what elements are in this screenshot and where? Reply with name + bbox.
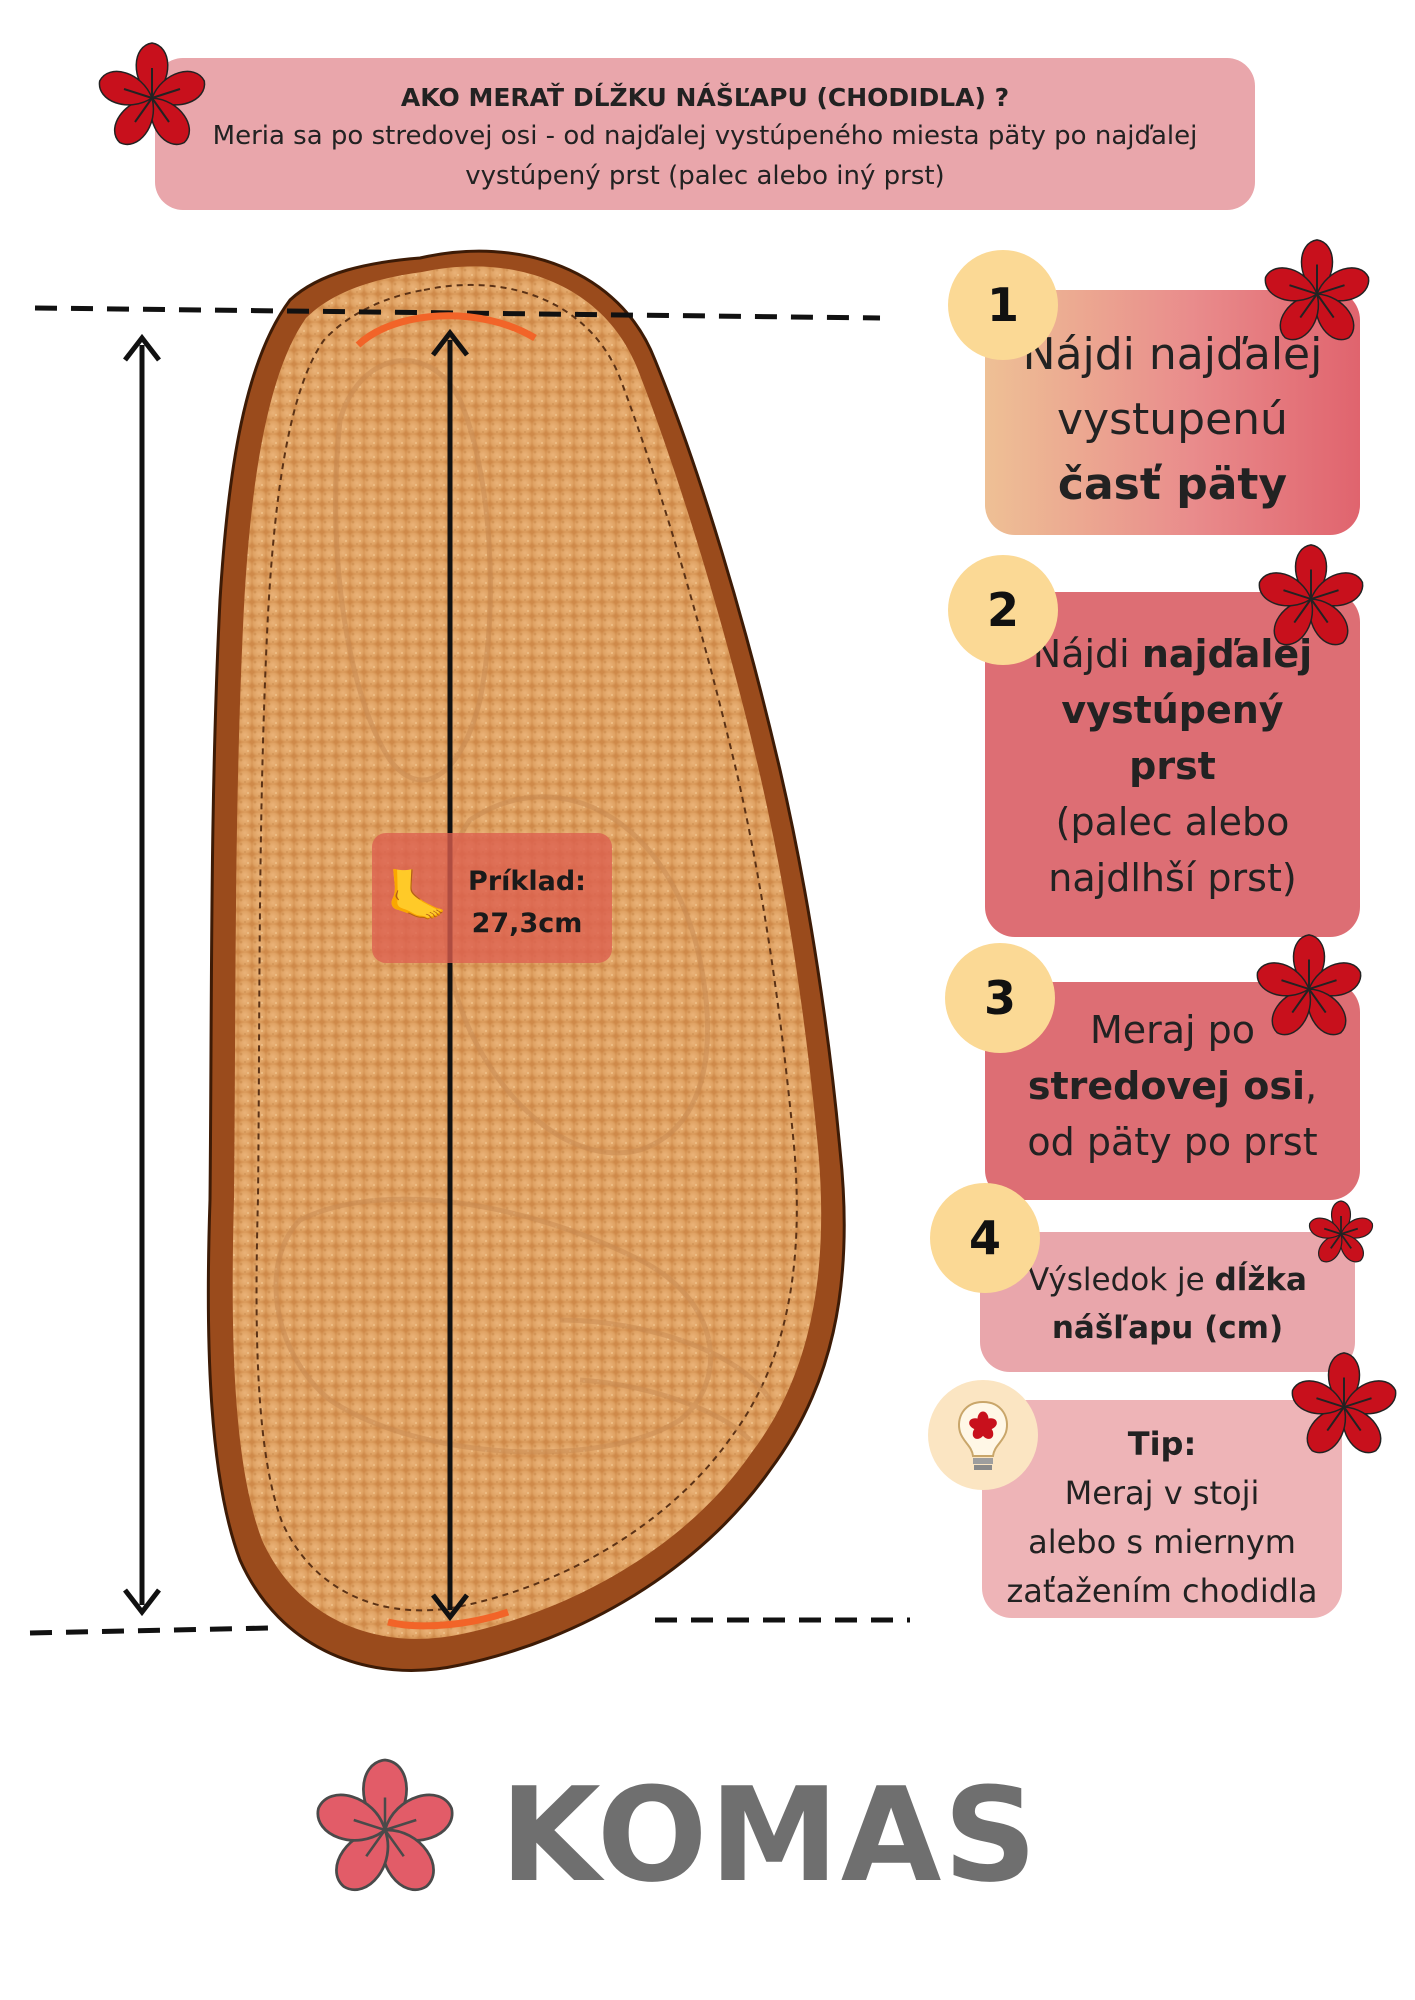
step-3-line3: od päty po prst [1027,1120,1318,1164]
foot-icon: 🦶 [386,867,449,925]
step-2-line5: najdlhší prst) [1048,856,1297,900]
flower-icon [1256,934,1362,1036]
header-text-line2: vystúpený prst (palec alebo iný prst) [465,161,945,191]
heel-marker-arc [355,312,537,348]
step-1-badge: 1 [948,250,1058,360]
komas-logo-flower-icon [316,1758,454,1891]
tip-line1: Meraj v stoji [1064,1474,1260,1512]
step-1-line3: časť päty [1057,459,1288,510]
step-4-line1-plain: Výsledok je [1028,1262,1215,1298]
top-dashed-line [34,305,881,321]
tip-line2: alebo s miernym [1028,1523,1296,1561]
header-title: AKO MERAŤ DĹŽKU NÁŠĽAPU (CHODIDLA) ? [400,83,1010,112]
step-4-box: Výsledok je dĺžka nášľapu (cm) [980,1232,1355,1372]
step-2-line4: (palec alebo [1055,800,1290,844]
step-4-badge: 4 [930,1183,1040,1293]
step-1-line2: vystupenú [1057,394,1288,445]
example-label: 🦶 Príklad: 27,3cm [372,833,612,963]
step-4-line1-bold: dĺžka [1214,1262,1307,1298]
tip-title: Tip: [1127,1425,1197,1463]
header-banner: AKO MERAŤ DĹŽKU NÁŠĽAPU (CHODIDLA) ? Mer… [155,58,1255,210]
step-1-line1: Nájdi najďalej [1022,329,1323,380]
tip-box: Tip: Meraj v stoji alebo s miernym zaťaž… [982,1400,1342,1618]
step-2-line2: vystúpený [1061,688,1284,732]
step-3-line1: Meraj po [1089,1008,1256,1052]
header-text-line1: Meria sa po stredovej osi - od najďalej … [212,121,1198,151]
brand-logo-text: KOMAS [500,1759,1040,1911]
bottom-left-dashed-line [29,1625,271,1636]
example-value: 27,3cm [471,908,583,939]
step-3-badge: 3 [945,943,1055,1053]
flower-icon [1309,1200,1373,1263]
step-2-badge: 2 [948,555,1058,665]
toe-marker-arc [387,1608,510,1630]
flower-icon [1291,1352,1397,1454]
step-2-line3: prst [1129,744,1216,788]
stitching [255,283,798,1612]
flower-icon [1258,544,1364,646]
example-title: Príklad: [468,866,586,897]
flower-icon [98,42,206,146]
step-3-line2-bold: stredovej osi [1027,1064,1306,1108]
step-3-line2-tail: , [1305,1064,1318,1108]
step-4-line2: nášľapu (cm) [1051,1310,1284,1346]
step-2-box: Nájdi najďalej vystúpený prst (palec ale… [985,592,1360,937]
lightbulb-icon [928,1380,1038,1490]
flower-icon [1264,239,1370,341]
tip-line3: zaťažením chodidla [1006,1572,1318,1610]
